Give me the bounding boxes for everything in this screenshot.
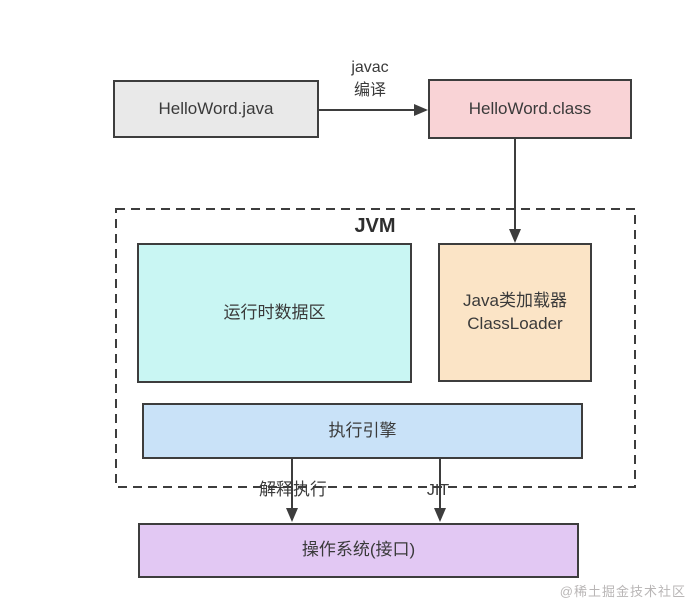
jvm-container-title: JVM: [354, 215, 396, 237]
box-source-file: HelloWord.java: [113, 80, 319, 138]
edge-label-compile-line2: 编译: [353, 82, 386, 100]
box-class-loader: Java类加载器 ClassLoader: [438, 243, 592, 382]
box-class-loader-label-line1: Java类加载器: [463, 290, 567, 310]
box-execution-engine: 执行引擎: [142, 403, 583, 459]
box-operating-system-label: 操作系统(接口): [301, 540, 416, 560]
edge-label-compile-line1: javac: [351, 59, 389, 76]
box-runtime-data-area: 运行时数据区: [137, 243, 412, 383]
box-class-file: HelloWord.class: [428, 79, 632, 139]
box-source-file-label: HelloWord.java: [158, 98, 274, 118]
edge-label-compile: javac 编译: [310, 56, 430, 102]
edge-label-interpret: 解释执行: [259, 480, 327, 499]
box-execution-engine-label: 执行引擎: [328, 420, 397, 440]
edge-label-jit: JIT: [426, 482, 450, 499]
box-class-file-label: HelloWord.class: [468, 98, 592, 118]
jvm-dashed-border: [115, 208, 636, 488]
box-class-loader-label-line2: ClassLoader: [467, 313, 563, 333]
box-operating-system: 操作系统(接口): [138, 523, 579, 578]
watermark: @稀土掘金技术社区: [559, 584, 686, 599]
box-runtime-data-area-label: 运行时数据区: [223, 302, 326, 322]
